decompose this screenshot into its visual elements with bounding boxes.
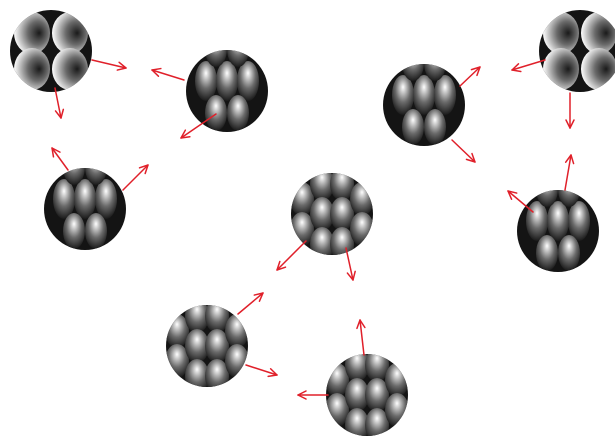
- red-arrow: [508, 191, 533, 212]
- circle-upper-middle: [186, 31, 268, 132]
- red-arrow: [357, 320, 365, 355]
- right-triangle-group: [383, 10, 615, 272]
- circle-right-bottom: [517, 171, 599, 272]
- red-arrow: [123, 165, 148, 190]
- red-arrow: [460, 67, 480, 86]
- red-arrow: [346, 248, 355, 280]
- red-arrow: [565, 155, 574, 190]
- red-arrow: [246, 365, 277, 376]
- red-arrow: [52, 148, 68, 170]
- red-arrow: [452, 140, 475, 162]
- left-triangle-group: [10, 10, 268, 250]
- red-arrow: [238, 293, 263, 314]
- circle-top-right: [539, 10, 615, 92]
- circle-center-right: [383, 45, 465, 146]
- circle-bottom-left: [165, 299, 249, 393]
- circle-bottom-right: [325, 348, 409, 437]
- circle-left-bottom: [44, 149, 126, 250]
- circle-top-left: [10, 10, 92, 92]
- red-arrow: [566, 93, 574, 128]
- bottom-triangle-group: [165, 167, 409, 437]
- red-arrow: [152, 69, 184, 80]
- red-arrow: [512, 60, 545, 72]
- circle-center: [290, 167, 374, 261]
- red-arrow: [298, 391, 328, 399]
- red-arrow: [277, 241, 306, 270]
- red-arrow: [92, 60, 126, 70]
- red-arrow: [55, 88, 63, 118]
